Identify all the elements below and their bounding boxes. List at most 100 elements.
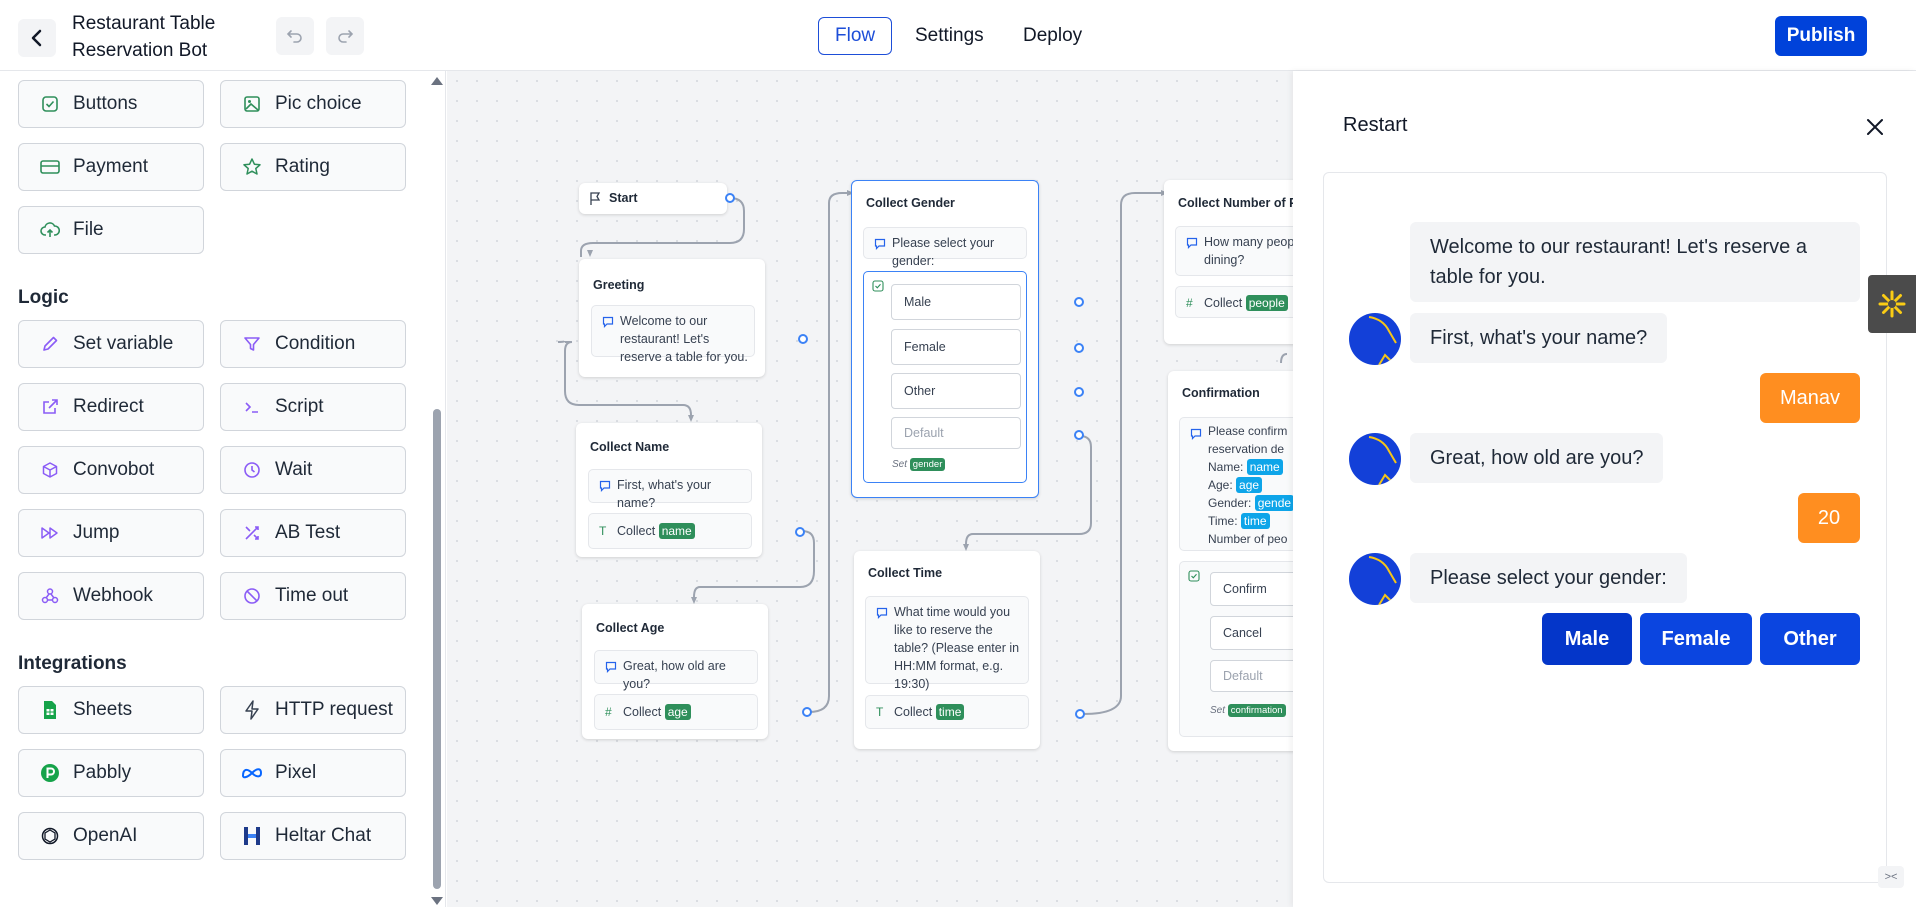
confirm-choice[interactable]: Confirm: [1210, 572, 1293, 606]
flow-canvas[interactable]: Start Greeting Welcome to our restaurant…: [447, 71, 1293, 907]
block-rating[interactable]: Rating: [220, 143, 406, 191]
block-heltar-chat[interactable]: Heltar Chat: [220, 812, 406, 860]
bot-message-welcome: Welcome to our restaurant! Let's reserve…: [1410, 222, 1860, 302]
terminal-icon: [241, 396, 263, 418]
tab-deploy[interactable]: Deploy: [1023, 25, 1083, 46]
scroll-up-arrow-icon[interactable]: [431, 77, 443, 85]
preview-panel: Restart Welcome to our restaurant! Let's…: [1293, 71, 1916, 907]
node-greeting[interactable]: Greeting Welcome to our restaurant! Let'…: [579, 259, 765, 377]
gender-buttons-block[interactable]: Male Female Other Default Set gender: [863, 271, 1027, 483]
message-icon: [876, 607, 888, 619]
block-pixel[interactable]: Pixel: [220, 749, 406, 797]
block-pabbly[interactable]: Pabbly: [18, 749, 204, 797]
redo-button[interactable]: [326, 17, 364, 55]
code-toggle-icon[interactable]: ><: [1878, 866, 1904, 888]
heltar-icon: [241, 825, 263, 847]
greeting-output-port[interactable]: [798, 334, 808, 344]
block-set-variable[interactable]: Set variable: [18, 320, 204, 368]
block-webhook[interactable]: Webhook: [18, 572, 204, 620]
collect-name-text: First, what's your name?: [617, 478, 712, 510]
block-pic-choice[interactable]: Pic choice: [220, 80, 406, 128]
block-time-out[interactable]: Time out: [220, 572, 406, 620]
floating-widget-button[interactable]: [1868, 275, 1916, 333]
collect-name-output-port[interactable]: [795, 527, 805, 537]
node-confirmation[interactable]: Confirmation Please confirm reservation …: [1168, 371, 1293, 751]
confirmation-default-choice[interactable]: Default: [1210, 660, 1293, 692]
clock-icon: [241, 459, 263, 481]
node-collect-age[interactable]: Collect Age Great, how old are you? # Co…: [582, 604, 768, 739]
field-label: Time:: [1208, 514, 1238, 528]
block-http-request[interactable]: HTTP request: [220, 686, 406, 734]
collect-age-output-port[interactable]: [802, 707, 812, 717]
block-script[interactable]: Script: [220, 383, 406, 431]
greeting-text-bubble[interactable]: Welcome to our restaurant! Let's reserve…: [591, 305, 755, 364]
node-start-label: Start: [609, 191, 638, 205]
user-answer-age: 20: [1798, 493, 1860, 543]
block-buttons[interactable]: Buttons: [18, 80, 204, 128]
node-collect-gender-title: Collect Gender: [866, 196, 955, 210]
block-condition[interactable]: Condition: [220, 320, 406, 368]
tab-settings[interactable]: Settings: [915, 25, 984, 46]
variable-tag: gender: [909, 458, 946, 471]
message-icon: [874, 238, 886, 250]
block-ab-test[interactable]: AB Test: [220, 509, 406, 557]
restart-button[interactable]: Restart: [1343, 114, 1408, 136]
collect-people-input[interactable]: # Collect people: [1175, 286, 1293, 318]
collect-time-input[interactable]: T Collect time: [865, 695, 1029, 729]
collect-gender-text-bubble[interactable]: Please select your gender:: [863, 227, 1027, 268]
collect-time-text-bubble[interactable]: What time would you like to reserve the …: [865, 596, 1029, 691]
node-collect-time[interactable]: Collect Time What time would you like to…: [854, 551, 1040, 749]
block-label: OpenAI: [73, 825, 138, 846]
message-icon: [605, 661, 617, 673]
scroll-down-arrow-icon[interactable]: [431, 897, 443, 905]
gender-choice-other[interactable]: Other: [891, 373, 1021, 409]
block-file[interactable]: File: [18, 206, 204, 254]
tab-flow[interactable]: Flow: [818, 17, 893, 55]
bot-title[interactable]: Restaurant Table Reservation Bot: [72, 13, 216, 61]
undo-button[interactable]: [276, 17, 314, 55]
male-output-port[interactable]: [1074, 297, 1084, 307]
collect-age-input[interactable]: # Collect age: [594, 694, 758, 730]
block-redirect[interactable]: Redirect: [18, 383, 204, 431]
collect-name-input[interactable]: T Collect name: [588, 513, 752, 549]
choice-button-other[interactable]: Other: [1760, 613, 1860, 665]
publish-button[interactable]: Publish: [1775, 16, 1867, 56]
gender-choice-female[interactable]: Female: [891, 329, 1021, 365]
confirmation-text-bubble[interactable]: Please confirm reservation de Name: name…: [1179, 417, 1293, 551]
pabbly-icon: [39, 762, 61, 784]
other-output-port[interactable]: [1074, 387, 1084, 397]
gender-choice-male[interactable]: Male: [891, 284, 1021, 320]
choice-button-male[interactable]: Male: [1542, 613, 1632, 665]
start-output-port[interactable]: [725, 193, 735, 203]
block-openai[interactable]: OpenAI: [18, 812, 204, 860]
block-convobot[interactable]: Convobot: [18, 446, 204, 494]
collect-age-text-bubble[interactable]: Great, how old are you?: [594, 650, 758, 691]
message-icon: [1186, 237, 1198, 249]
collect-name-text-bubble[interactable]: First, what's your name?: [588, 469, 752, 510]
block-jump[interactable]: Jump: [18, 509, 204, 557]
block-wait[interactable]: Wait: [220, 446, 406, 494]
node-collect-gender[interactable]: Collect Gender Please select your gender…: [851, 180, 1039, 498]
back-button[interactable]: [18, 19, 56, 57]
text-line: How many peop: [1204, 235, 1293, 249]
confirmation-buttons-block[interactable]: Confirm Cancel Default Set confirmation: [1179, 561, 1293, 737]
webhook-icon: [39, 585, 61, 607]
default-output-port[interactable]: [1074, 430, 1084, 440]
node-collect-age-title: Collect Age: [596, 621, 665, 635]
close-icon[interactable]: [1863, 115, 1887, 139]
block-sheets[interactable]: Sheets: [18, 686, 204, 734]
collect-time-output-port[interactable]: [1075, 709, 1085, 719]
node-collect-name[interactable]: Collect Name First, what's your name? T …: [576, 423, 762, 557]
node-start[interactable]: Start: [579, 183, 727, 214]
block-label: Rating: [275, 156, 330, 177]
sidebar-scroll-thumb[interactable]: [433, 409, 441, 889]
choice-button-female[interactable]: Female: [1640, 613, 1752, 665]
block-payment[interactable]: Payment: [18, 143, 204, 191]
gender-choice-default[interactable]: Default: [891, 417, 1021, 449]
female-output-port[interactable]: [1074, 343, 1084, 353]
cancel-choice[interactable]: Cancel: [1210, 616, 1293, 650]
openai-icon: [39, 825, 61, 847]
node-collect-name-title: Collect Name: [590, 440, 670, 454]
